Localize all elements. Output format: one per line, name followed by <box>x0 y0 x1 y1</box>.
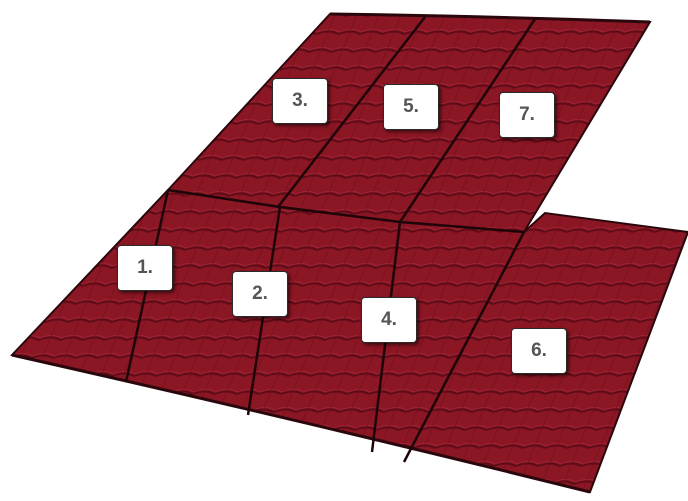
sheet-label-1: 1. <box>117 245 173 291</box>
sheet-label-2: 2. <box>232 271 288 317</box>
sheet-label-5: 5. <box>383 84 439 130</box>
sheet-label-6: 6. <box>511 328 567 374</box>
sheet-label-7: 7. <box>499 92 555 138</box>
sheet-label-3: 3. <box>272 78 328 124</box>
lower-roof-panel <box>12 190 688 492</box>
sheet-label-4: 4. <box>361 297 417 343</box>
